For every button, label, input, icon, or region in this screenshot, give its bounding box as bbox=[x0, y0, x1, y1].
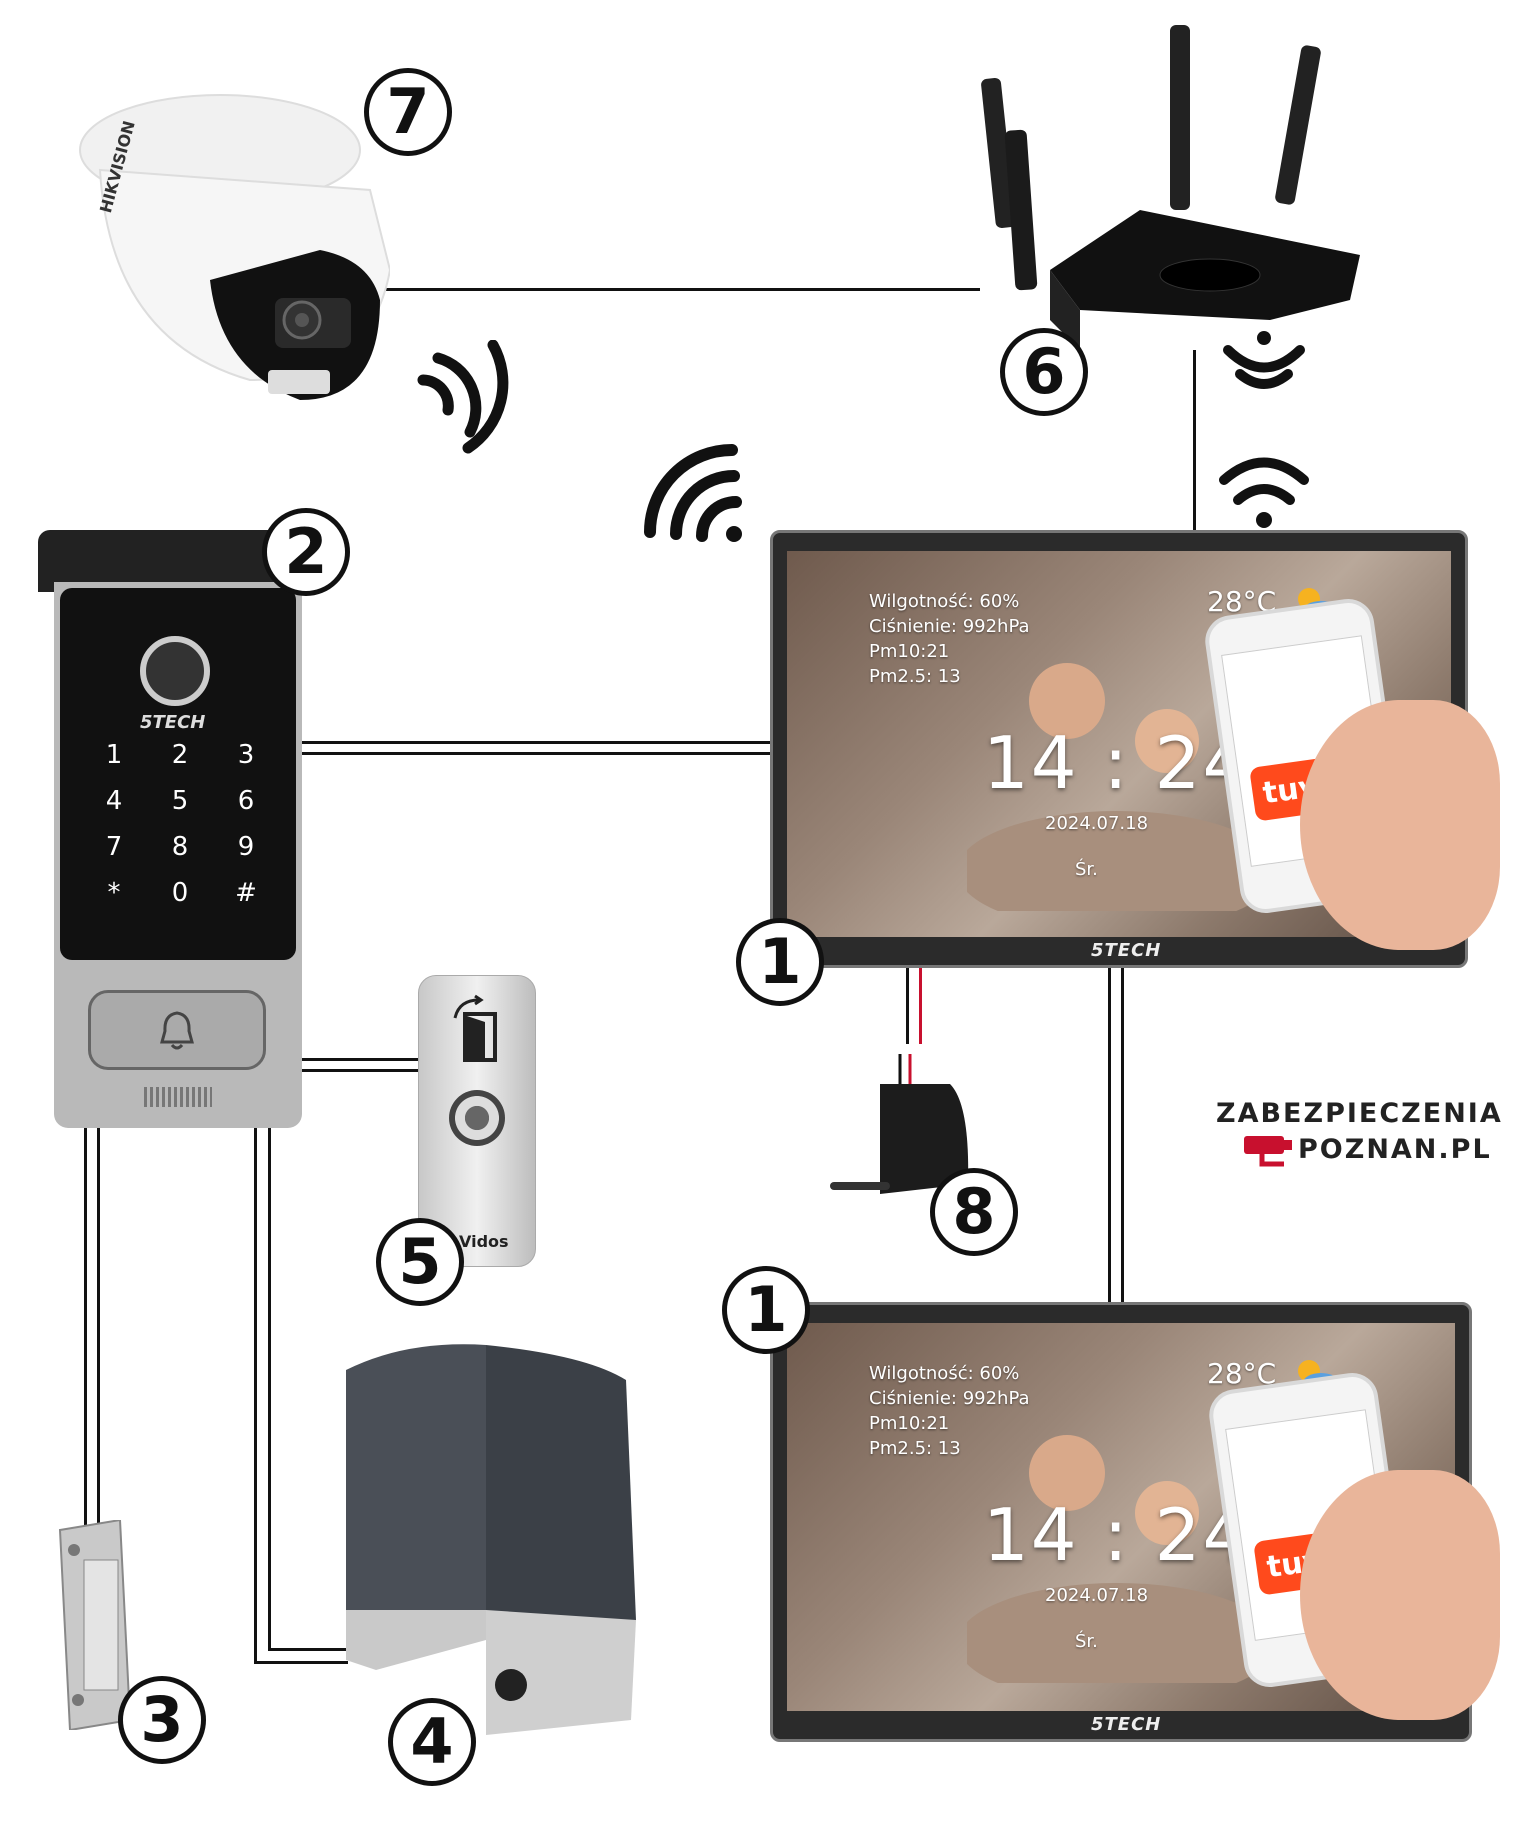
wire-doorbell-motor-b bbox=[268, 1128, 271, 1650]
key-7[interactable]: 7 bbox=[105, 832, 123, 862]
pm25-label: Pm2.5: 13 bbox=[869, 666, 961, 687]
wire-monitor-adapter-b bbox=[919, 964, 922, 1044]
bell-icon bbox=[160, 1011, 194, 1050]
key-3[interactable]: 3 bbox=[237, 740, 255, 770]
gate-motor bbox=[346, 1340, 636, 1740]
clock-display: 14 : 24 bbox=[983, 721, 1251, 805]
doorbell-panel: 5TECH bbox=[54, 582, 302, 1128]
logo-line2: POZNAN.PL bbox=[1298, 1134, 1492, 1165]
weekday-label: Śr. bbox=[1075, 1631, 1098, 1652]
key-1[interactable]: 1 bbox=[105, 740, 123, 770]
dome-camera: HIKVISION bbox=[70, 80, 392, 440]
exit-button-brand: Vidos bbox=[459, 1232, 509, 1251]
wire-camera-router bbox=[380, 288, 980, 291]
badge-camera: 7 bbox=[364, 68, 452, 156]
pressure-label: Ciśnienie: 992hPa bbox=[869, 616, 1030, 637]
wire-router-monitor bbox=[1193, 350, 1196, 530]
wire-monitor-monitor-a bbox=[1108, 964, 1111, 1304]
wifi-signal-icon-lower bbox=[1216, 450, 1312, 534]
hand-top bbox=[1300, 700, 1500, 950]
badge-exit-button: 5 bbox=[376, 1218, 464, 1306]
exit-button-plate: Vidos bbox=[418, 975, 536, 1267]
doorbell-hood bbox=[38, 530, 302, 592]
badge-monitor-top: 1 bbox=[736, 918, 824, 1006]
badge-lock: 3 bbox=[118, 1676, 206, 1764]
badge-gate-motor: 4 bbox=[388, 1698, 476, 1786]
key-2[interactable]: 2 bbox=[171, 740, 189, 770]
weekday-label: Śr. bbox=[1075, 859, 1098, 880]
badge-router: 6 bbox=[1000, 328, 1088, 416]
pm10-label: Pm10:21 bbox=[869, 1413, 950, 1434]
wire-monitor-adapter-a bbox=[906, 964, 909, 1044]
door-exit-icon bbox=[453, 994, 497, 1062]
exit-push-button[interactable] bbox=[449, 1090, 505, 1146]
wire-doorbell-motor-c bbox=[254, 1661, 348, 1664]
wire-doorbell-exit-a bbox=[300, 1058, 418, 1061]
monitor-weather-info: Wilgotność: 60% Ciśnienie: 992hPa Pm10:2… bbox=[869, 1361, 1030, 1461]
doorbell-call-button[interactable] bbox=[88, 990, 266, 1070]
wire-doorbell-lock-a bbox=[84, 1128, 87, 1548]
wire-doorbell-motor-d bbox=[268, 1648, 348, 1651]
wifi-signal-icon-upper bbox=[1216, 330, 1312, 414]
wire-doorbell-motor-a bbox=[254, 1128, 257, 1664]
badge-power-adapter: 8 bbox=[930, 1168, 1018, 1256]
pm25-label: Pm2.5: 13 bbox=[869, 1438, 961, 1459]
logo-line1: ZABEZPIECZENIA bbox=[1216, 1098, 1503, 1129]
doorbell-brand: 5TECH bbox=[140, 712, 206, 733]
power-adapter bbox=[820, 1044, 980, 1214]
clock-display: 14 : 24 bbox=[983, 1493, 1251, 1577]
humidity-label: Wilgotność: 60% bbox=[869, 1363, 1020, 1384]
cctv-camera-icon bbox=[1244, 1136, 1292, 1167]
key-0[interactable]: 0 bbox=[171, 878, 189, 908]
wire-doorbell-monitor-a bbox=[300, 741, 772, 744]
badge-doorbell: 2 bbox=[262, 508, 350, 596]
wifi-router bbox=[970, 20, 1370, 380]
electric-strike-lock bbox=[50, 1518, 140, 1732]
doorbell-lens bbox=[140, 636, 210, 706]
wire-doorbell-lock-b bbox=[97, 1128, 100, 1548]
wire-monitor-monitor-b bbox=[1121, 964, 1124, 1304]
humidity-label: Wilgotność: 60% bbox=[869, 591, 1020, 612]
doorbell-speaker-grille bbox=[144, 1087, 212, 1107]
doorbell-keypad: 1 2 3 4 5 6 7 8 9 * 0 # bbox=[60, 590, 300, 950]
date-label: 2024.07.18 bbox=[1045, 1585, 1149, 1606]
monitor-brand: 5TECH bbox=[1091, 1714, 1162, 1735]
key-star[interactable]: * bbox=[107, 878, 121, 908]
date-label: 2024.07.18 bbox=[1045, 813, 1149, 834]
wire-doorbell-monitor-b bbox=[300, 752, 772, 755]
pressure-label: Ciśnienie: 992hPa bbox=[869, 1388, 1030, 1409]
key-9[interactable]: 9 bbox=[237, 832, 255, 862]
wire-doorbell-exit-b bbox=[300, 1069, 418, 1072]
monitor-brand: 5TECH bbox=[1091, 940, 1162, 961]
key-hash[interactable]: # bbox=[235, 878, 257, 908]
wireless-signal-icon bbox=[408, 339, 518, 464]
key-5[interactable]: 5 bbox=[171, 786, 189, 816]
badge-monitor-bottom: 1 bbox=[722, 1266, 810, 1354]
key-4[interactable]: 4 bbox=[105, 786, 123, 816]
monitor-weather-info: Wilgotność: 60% Ciśnienie: 992hPa Pm10:2… bbox=[869, 589, 1030, 689]
pm10-label: Pm10:21 bbox=[869, 641, 950, 662]
wifi-signal-icon-left bbox=[640, 440, 750, 554]
key-6[interactable]: 6 bbox=[237, 786, 255, 816]
key-8[interactable]: 8 bbox=[171, 832, 189, 862]
hand-bottom bbox=[1300, 1470, 1500, 1720]
